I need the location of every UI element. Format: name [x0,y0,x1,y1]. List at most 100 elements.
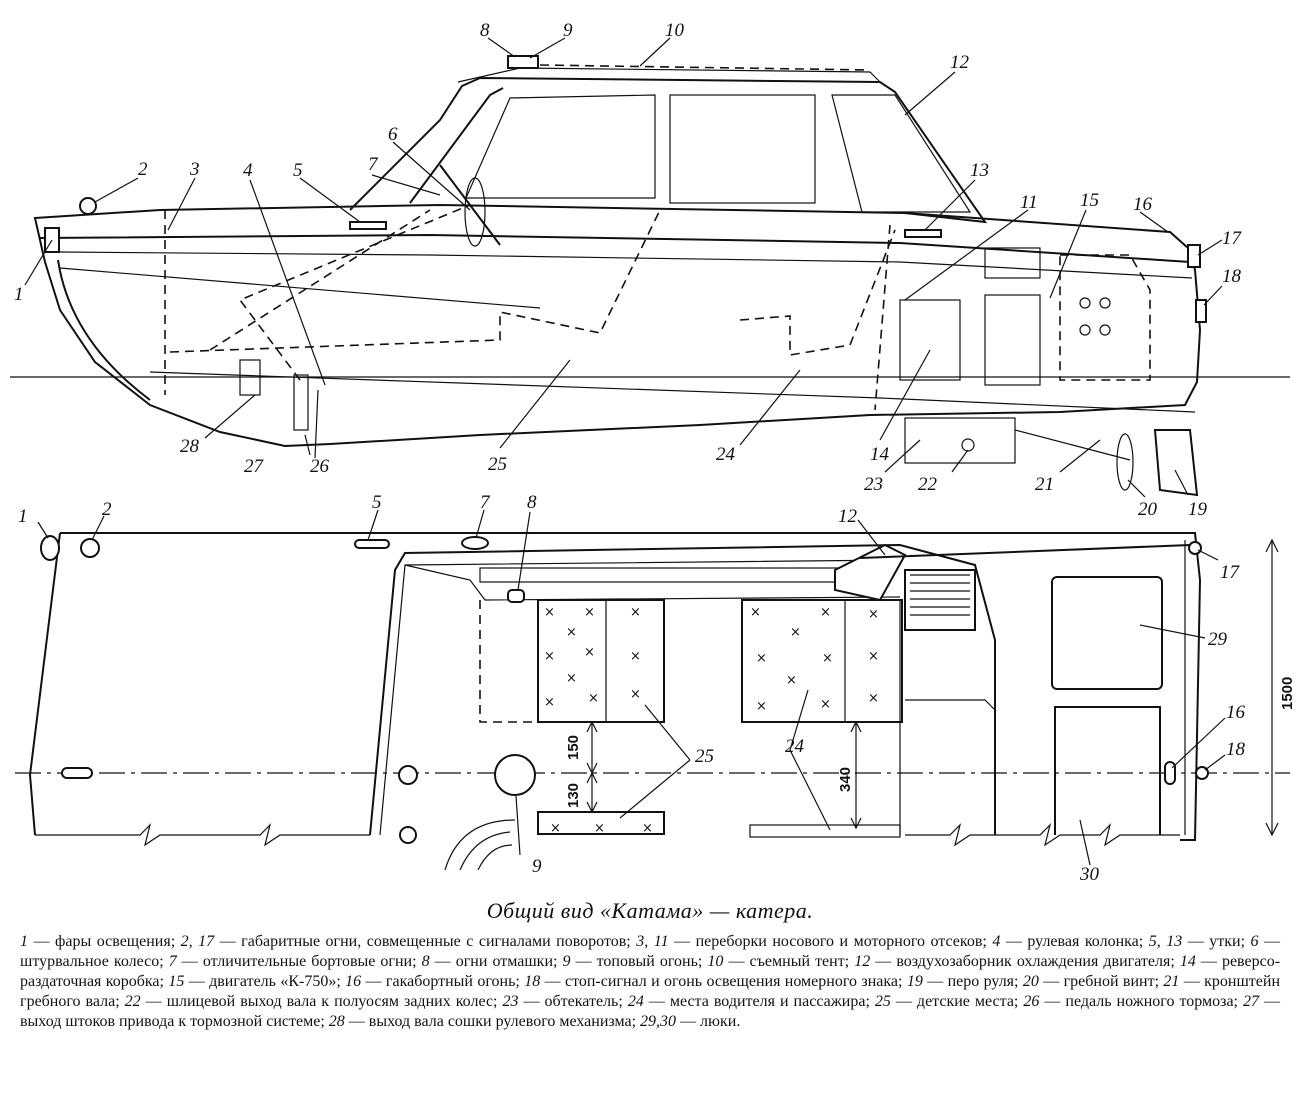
svg-text:×: × [868,649,879,664]
legend-item-number: 22 [124,993,141,1010]
legend-item: 8 — огни отмашки; [422,953,563,970]
legend-item: 21 — кронштейн гребного вала; [20,973,1280,1010]
callout-30-plan: 30 [1079,864,1100,885]
svg-text:×: × [756,699,767,714]
svg-text:×: × [820,605,831,620]
dimensions: 1500 150 130 340 [565,538,1296,837]
cabin-window-3 [831,94,972,213]
engine-housing [984,294,1041,386]
legend-item-text: — выход вала сошки рулевого механизма; [344,1013,641,1030]
callout-23-side: 23 [864,474,883,495]
callout-7-plan: 7 [480,492,491,513]
steering-linkage [209,204,471,381]
hatch-29 [1051,576,1163,690]
dim-1500: 1500 [1279,677,1296,710]
legend-item-number: 24 [627,993,644,1010]
legend-item: 10 — съемный тент; [707,953,854,970]
intake-grille [904,569,976,631]
side-light-plan [461,536,489,550]
top-light [507,55,539,69]
legend-item: 15 — двигатель «К-750»; [168,973,345,990]
legend-item-number: 21 [1163,973,1180,990]
dim-340: 340 [837,767,854,792]
spline-output [961,438,975,452]
legend-item: 3, 11 — переборки носового и моторного о… [636,933,992,950]
chine-line [59,267,541,309]
legend-item-number: 18 [524,973,541,990]
legend-item: 20 — гребной винт; [1023,973,1164,990]
legend-item: 28 — выход вала сошки рулевого механизма… [329,1013,640,1030]
bow-plan [28,532,61,836]
callout-25-plan: 25 [695,746,714,767]
legend-item-text: — топовый огонь; [570,953,708,970]
svg-text:×: × [544,695,555,710]
legend-item-text: — люки. [676,1013,741,1030]
callout-3-side: 3 [189,159,200,180]
cabin-window-1 [465,94,656,199]
canopy-top [457,67,881,83]
legend-item-text: — габаритные огни, совмещенные с сигнала… [214,933,637,950]
legend-item: 29,30 — люки. [640,1013,740,1030]
hull-outline [33,203,1202,448]
callout-26-side: 26 [310,456,330,477]
callout-5-side: 5 [293,160,303,181]
svg-text:×: × [750,605,761,620]
callout-13-side: 13 [970,160,989,181]
stern-light-plan [1164,761,1176,785]
legend-item-text: — перо руля; [922,973,1023,990]
cabin-outline [349,76,988,224]
callout-5-plan: 5 [372,492,382,513]
legend-item-text: — гакабортный огонь; [361,973,525,990]
svg-text:×: × [786,673,797,688]
svg-text:×: × [584,645,595,660]
driver-seat-side [739,229,896,356]
legend-item-text: — места водителя и пассажира; [643,993,875,1010]
legend-item: 22 — шлицевой выход вала к полуосям задн… [125,993,503,1010]
svg-text:×: × [820,697,831,712]
callout-19-side: 19 [1188,499,1208,520]
legend-item-number: 1 [20,933,28,950]
callout-9-plan: 9 [532,856,542,877]
legend-item-text: — воздухозаборник охлаждения двигателя; [870,953,1180,970]
legend-item-text: — утки; [1182,933,1251,950]
engine-bay-edge [905,699,996,711]
legend-item: 27 — выход штоков привода к тормозной си… [20,993,1280,1030]
callout-24-plan: 24 [785,736,805,757]
side-view: 1 2 3 4 5 6 7 8 9 10 11 12 13 14 15 16 1… [10,20,1290,520]
callout-29-plan: 29 [1208,629,1228,650]
legend-item-number: 7 [168,953,177,970]
child-seat-side [169,209,661,353]
steering-wheel-plan [444,819,516,871]
callout-14-side: 14 [870,444,890,465]
windshield-frame [409,87,504,204]
callout-15-side: 15 [1080,190,1099,211]
callout-21-side: 21 [1035,474,1054,495]
driver-seats-plan [741,599,903,723]
legend-item: 5, 13 — утки; [1149,933,1251,950]
svg-text:×: × [594,821,605,836]
legend-item-text: — реверсо-раздаточная коробка; [20,953,1281,990]
legend-item: 4 — рулевая колонка; [992,933,1148,950]
cabin-plan [369,543,996,836]
legend-item: 19 — перо руля; [907,973,1023,990]
svg-text:×: × [588,691,599,706]
catamaran-technical-drawing: 1 2 3 4 5 6 7 8 9 10 11 12 13 14 15 16 1… [10,20,1296,885]
callout-12-plan: 12 [838,506,858,527]
air-intake [984,247,1041,279]
svg-text:×: × [822,651,833,666]
dim-150: 150 [565,735,582,760]
svg-text:×: × [868,691,879,706]
hull-plan [60,532,1202,841]
callout-16-side: 16 [1133,194,1153,215]
plan-leaders [37,509,1226,866]
legend-item: 2, 17 — габаритные огни, совмещенные с с… [181,933,637,950]
child-seat-dash [479,600,538,723]
callout-16-plan: 16 [1226,702,1246,723]
svg-text:×: × [642,821,653,836]
bollard-1 [398,765,418,785]
engine-block [1059,254,1151,381]
bow-curve [57,259,151,401]
callout-1-plan: 1 [18,506,28,527]
engine-bulkhead [874,224,891,411]
steering-wheel [464,177,486,247]
